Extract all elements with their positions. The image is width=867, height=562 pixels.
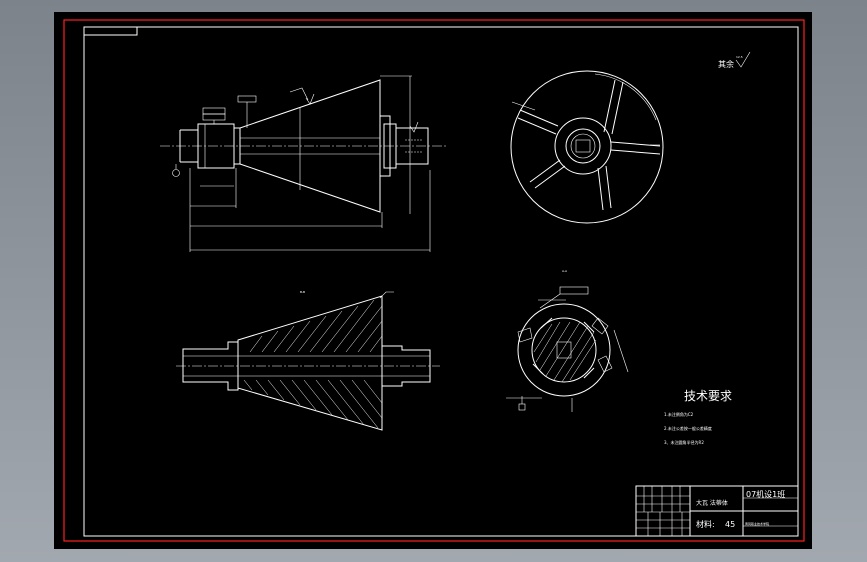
section-label-a: A-A <box>562 269 568 273</box>
title-grid <box>636 486 690 536</box>
title-block: 07机设1班 大瓦 法蒂体 材料: 45 黄冈职业技术学院 <box>635 485 799 537</box>
hatch-lower <box>243 379 383 429</box>
section-label-b: B-B <box>300 290 305 294</box>
paper-background <box>54 12 812 549</box>
red-border <box>63 19 805 542</box>
section-aa: A-A <box>506 269 629 412</box>
tech-requirements: 技术要求 1.未注倒角为C2 2.未注公差按一般公差精度 3、未注圆角半径为R2 <box>664 389 732 445</box>
roughness-value: 12.5 <box>736 55 743 59</box>
roughness-note: 其余 12.5 <box>718 51 751 69</box>
school-name: 黄冈职业技术学院 <box>745 521 769 526</box>
tech-title: 技术要求 <box>684 389 732 403</box>
tech-item-1: 1.未注倒角为C2 <box>664 411 694 417</box>
tech-item-2: 2.未注公差按一般公差精度 <box>664 425 712 431</box>
hatch-core <box>533 321 597 383</box>
class-name: 07机设1班 <box>746 489 785 499</box>
material-value: 45 <box>725 520 735 529</box>
front-view <box>160 75 448 252</box>
inner-frame <box>83 26 799 537</box>
tech-item-3: 3、未注圆角半径为R2 <box>664 439 704 445</box>
hatch-upper <box>249 299 383 353</box>
corner-box <box>83 26 138 36</box>
part-name: 大瓦 法蒂体 <box>696 499 728 507</box>
roughness-symbol-icon <box>735 51 751 68</box>
material-label: 材料: <box>696 519 715 529</box>
section-view: B-B <box>176 290 440 431</box>
end-view <box>510 70 664 224</box>
roughness-label: 其余 <box>718 59 734 69</box>
